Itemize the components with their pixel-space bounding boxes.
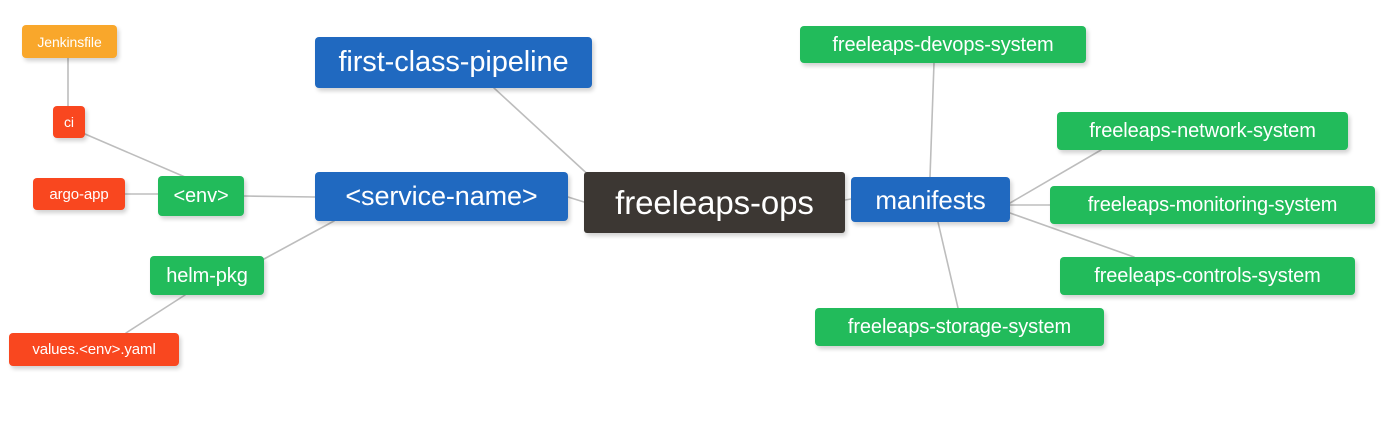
- node-values-yaml[interactable]: values.<env>.yaml: [9, 333, 179, 366]
- node-service-name[interactable]: <service-name>: [315, 172, 568, 221]
- edge-freeleaps-ops-to-service-name: [567, 196, 585, 203]
- node-jenkinsfile[interactable]: Jenkinsfile: [22, 25, 117, 58]
- edge-helm-pkg-to-values-yaml: [125, 294, 186, 334]
- node-label: freeleaps-controls-system: [1094, 265, 1321, 287]
- node-label: argo-app: [49, 185, 109, 203]
- node-label: freeleaps-ops: [615, 184, 814, 221]
- node-label: <service-name>: [345, 181, 538, 211]
- node-label: <env>: [173, 185, 229, 207]
- node-freeleaps-ops[interactable]: freeleaps-ops: [584, 172, 845, 233]
- edge-env-to-ci: [84, 133, 186, 178]
- node-freeleaps-network-system[interactable]: freeleaps-network-system: [1057, 112, 1348, 150]
- edge-service-name-to-helm-pkg: [263, 220, 335, 260]
- node-label: manifests: [875, 184, 986, 215]
- node-label: freeleaps-devops-system: [832, 33, 1054, 56]
- node-label: freeleaps-monitoring-system: [1087, 194, 1338, 216]
- node-label: first-class-pipeline: [338, 46, 569, 78]
- node-argo-app[interactable]: argo-app: [33, 178, 125, 210]
- node-freeleaps-storage-system[interactable]: freeleaps-storage-system: [815, 308, 1104, 346]
- node-first-class-pipeline[interactable]: first-class-pipeline: [315, 37, 592, 88]
- node-helm-pkg[interactable]: helm-pkg: [150, 256, 264, 295]
- node-label: values.<env>.yaml: [32, 341, 156, 358]
- edge-freeleaps-ops-to-first-class-pipeline: [493, 87, 595, 181]
- node-label: freeleaps-storage-system: [847, 316, 1072, 338]
- node-freeleaps-controls-system[interactable]: freeleaps-controls-system: [1060, 257, 1355, 295]
- edge-manifests-to-freeleaps-devops-system: [929, 62, 935, 178]
- node-env[interactable]: <env>: [158, 176, 244, 216]
- node-label: freeleaps-network-system: [1089, 120, 1316, 142]
- node-label: Jenkinsfile: [37, 33, 102, 50]
- node-manifests[interactable]: manifests: [851, 177, 1010, 222]
- edge-manifests-to-freeleaps-storage-system: [937, 221, 959, 309]
- node-label: helm-pkg: [166, 264, 248, 287]
- edge-service-name-to-env: [243, 195, 316, 198]
- node-ci[interactable]: ci: [53, 106, 85, 138]
- node-freeleaps-devops-system[interactable]: freeleaps-devops-system: [800, 26, 1086, 63]
- node-label: ci: [64, 114, 74, 130]
- node-freeleaps-monitoring-system[interactable]: freeleaps-monitoring-system: [1050, 186, 1375, 224]
